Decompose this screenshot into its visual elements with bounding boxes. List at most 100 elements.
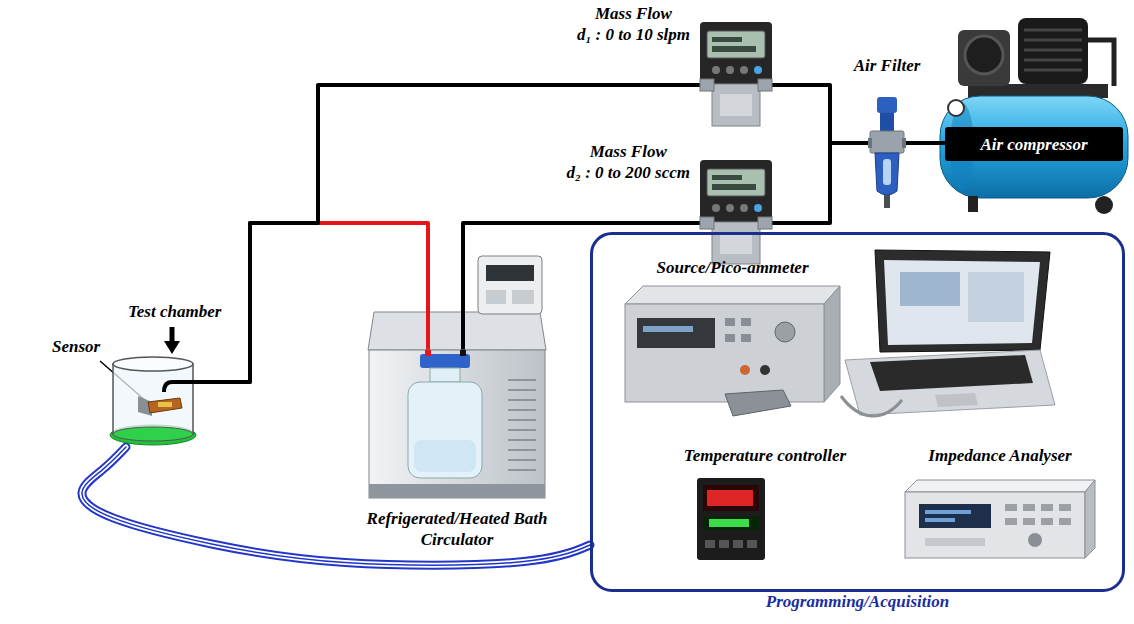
connector-group: [906, 143, 945, 144]
mass-flow-controller-drawing-part: [700, 22, 772, 84]
bath-circulator-drawing-part: [369, 350, 545, 498]
air-compressor-drawing-part: [948, 100, 964, 116]
air-filter-drawing-part: [884, 195, 890, 208]
test-chamber-drawing-part: [113, 427, 193, 441]
device-label: Mass Flow: [567, 141, 691, 162]
impedance-analyser: Impedance Analyser: [905, 478, 1095, 560]
air-filter-drawing-part: [902, 138, 906, 148]
impedance-analyser-drawing-part: [1023, 504, 1035, 511]
mass-flow-controller-drawing-part: [707, 31, 765, 58]
test-chamber: Test chamber: [108, 352, 198, 447]
test-chamber-drawing-part: [113, 357, 193, 371]
impedance-analyser-drawing-part: [925, 510, 971, 514]
source-meter-drawing-part: [725, 390, 791, 416]
mass-flow-controller-drawing-part: [754, 204, 762, 212]
device-label: Test chamber: [128, 301, 221, 322]
laptop-drawing-part: [845, 350, 1055, 415]
temperature-controller-drawing-part: [747, 540, 757, 548]
pointer-arrow: [164, 327, 180, 354]
connector-group: [772, 85, 868, 143]
temperature-controller-drawing-part: [733, 540, 743, 548]
air-compressor-drawing-part: [968, 196, 978, 212]
air-compressor-drawing-part: [965, 36, 1003, 74]
source-meter-drawing-part: [740, 365, 750, 375]
air-compressor-drawing: [940, 18, 1128, 214]
source-meter-drawing-part: [775, 322, 795, 342]
impedance-analyser-drawing-part: [1041, 518, 1053, 525]
bath-circulator-drawing-part: [369, 484, 545, 498]
heading-group: Air Filter: [854, 55, 921, 76]
mass-flow-controller-drawing-part: [758, 217, 772, 229]
temperature-controller-drawing-part: [697, 478, 765, 560]
bath-circulator-drawing-part: [408, 382, 482, 478]
pointer-arrow-part: [164, 341, 180, 354]
mass-flow-controller-drawing-part: [700, 217, 714, 229]
device-label: d₂ : 0 to 200 sccm: [567, 162, 691, 183]
heading-group: Impedance Analyser: [928, 445, 1071, 466]
laptop-drawing-part: [870, 355, 1033, 391]
bath-upper-drawing-part: [478, 256, 542, 314]
mass-flow-controller-drawing-part: [740, 66, 748, 74]
impedance-analyser-drawing-part: [925, 518, 955, 522]
label-holder: Sensor: [52, 336, 100, 357]
air-compressor-drawing-part: [940, 96, 1128, 198]
mass-flow-controller-drawing-part: [726, 66, 734, 74]
usb-cable: [841, 396, 902, 416]
source-meter-drawing-part: [725, 334, 735, 342]
laptop-drawing: [845, 250, 1055, 415]
device-label: Air compressor: [980, 134, 1087, 155]
device-label: d₁ : 0 to 10 slpm: [577, 24, 690, 45]
device-label: Mass Flow: [577, 3, 690, 24]
source-meter: Source/Pico-ammeter: [625, 282, 840, 418]
source-meter-drawing-part: [625, 286, 840, 304]
bath-upper-drawing: [368, 256, 546, 350]
mass-flow-controller-drawing-part: [712, 204, 720, 212]
air-compressor-drawing-part: [1024, 30, 1082, 70]
bath-circulator-drawing-part: [508, 380, 536, 470]
gas-line: [906, 141, 945, 145]
gas-line: [772, 85, 868, 143]
source-meter-drawing-part: [625, 304, 824, 402]
laptop-drawing-part: [900, 272, 960, 306]
mass-flow-controller-drawing-part: [712, 37, 742, 42]
device-label: Air Filter: [854, 55, 921, 76]
mass-flow-controller-drawing-part: [707, 169, 765, 196]
impedance-analyser-drawing-part: [1085, 480, 1095, 558]
air-filter-drawing: [868, 95, 906, 210]
source-meter-drawing-part: [643, 326, 693, 332]
gas-line: [772, 143, 868, 223]
air-filter-drawing-part: [880, 113, 894, 131]
impedance-analyser-drawing-part: [1041, 504, 1053, 511]
bath-circulator-drawing-part: [425, 350, 431, 356]
impedance-analyser-drawing-part: [1059, 504, 1071, 511]
mass-flow-controller-drawing-part: [712, 175, 742, 180]
air-compressor-drawing-part: [1095, 196, 1113, 214]
temperature-controller-drawing-part: [703, 485, 759, 511]
laptop-drawing-part: [968, 272, 1024, 322]
impedance-analyser-drawing-part: [1005, 518, 1017, 525]
test-chamber-drawing-part: [148, 398, 182, 413]
impedance-analyser-drawing-part: [1005, 504, 1017, 511]
bath-circulator-drawing-part: [430, 368, 460, 382]
impedance-analyser-drawing-part: [905, 480, 1095, 492]
mass-flow-controller-drawing-part: [712, 46, 756, 52]
heading-group: Test chamber: [128, 301, 221, 322]
acquisition-panel: Programming/AcquisitionSource/Pico-ammet…: [590, 232, 1125, 592]
source-meter-drawing: [625, 282, 840, 418]
laptop-drawing-part: [884, 260, 1040, 345]
source-meter-drawing-part: [760, 365, 770, 375]
air-filter-drawing-part: [877, 97, 897, 113]
impedance-analyser-drawing-part: [925, 538, 985, 546]
mass-flow-controller-drawing-part: [740, 204, 748, 212]
panel-title: Programming/Acquisition: [766, 591, 949, 612]
test-chamber-drawing-part: [164, 382, 198, 392]
source-meter-drawing-part: [637, 318, 715, 348]
impedance-analyser-drawing: [905, 478, 1095, 560]
air-filter-drawing-part: [875, 153, 899, 195]
mass-flow-controller-drawing-part: [726, 204, 734, 212]
air-filter-drawing-part: [870, 131, 904, 153]
bath-upper-drawing-part: [368, 312, 546, 350]
temperature-controller-drawing-part: [709, 519, 749, 527]
heading-group: Temperature controller: [684, 445, 846, 466]
